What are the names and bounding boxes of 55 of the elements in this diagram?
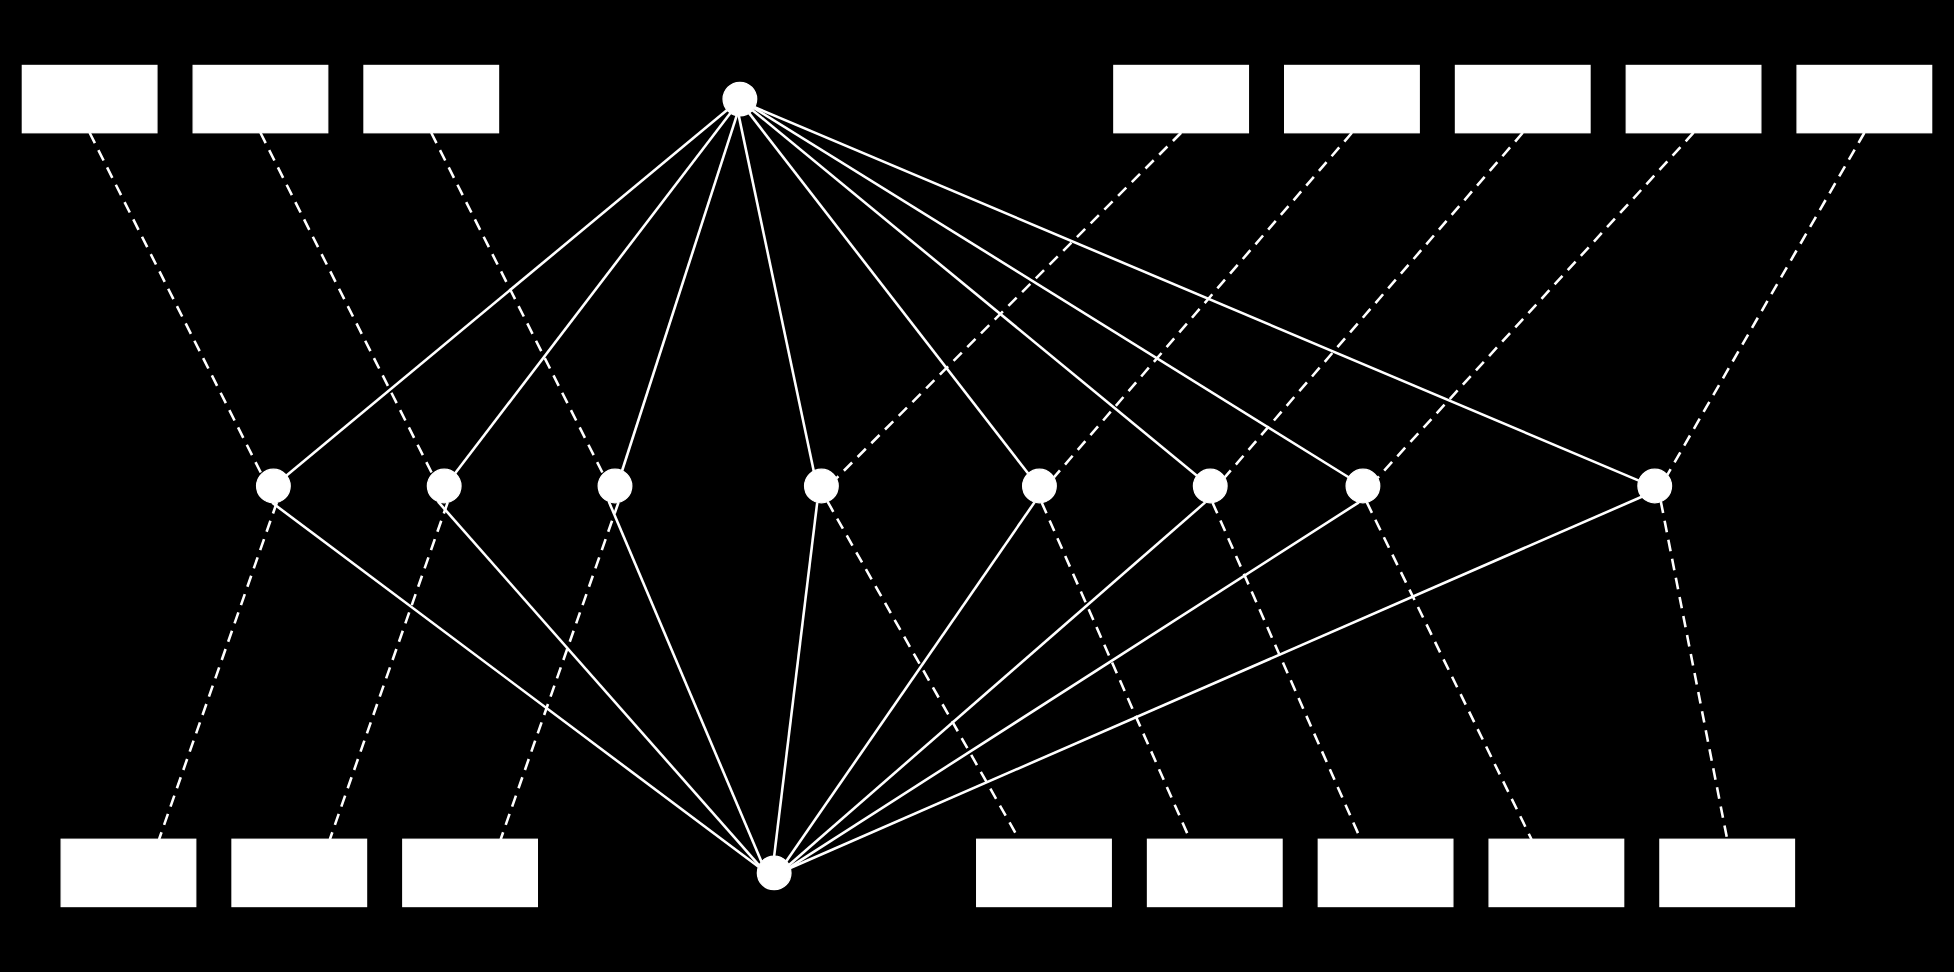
connector: [88, 132, 263, 475]
node-circle: [803, 468, 839, 504]
connector: [285, 109, 728, 477]
node-box: [976, 838, 1112, 908]
connector: [785, 501, 1036, 862]
connector: [430, 132, 605, 475]
connector: [835, 131, 1183, 480]
node-box: [1796, 64, 1933, 134]
connector: [607, 501, 763, 863]
connector: [259, 132, 434, 475]
connector: [788, 501, 1207, 866]
connector: [437, 500, 761, 867]
connector: [751, 109, 1198, 477]
connector: [1223, 131, 1524, 479]
node-circle: [255, 468, 291, 504]
node-box: [363, 64, 500, 134]
node-box: [1113, 64, 1250, 134]
node-box: [231, 838, 368, 908]
connector: [271, 501, 760, 868]
connector: [748, 112, 1030, 475]
node-circle: [597, 468, 633, 504]
node-circle: [756, 855, 792, 891]
connector: [1376, 131, 1695, 479]
node-circle: [1345, 468, 1381, 504]
node-box: [21, 64, 158, 134]
node-box: [1659, 838, 1796, 908]
node-circle: [426, 468, 462, 504]
node-circle: [1021, 468, 1057, 504]
node-box: [1625, 64, 1762, 134]
connector: [1659, 501, 1729, 840]
connector: [499, 502, 620, 840]
connector: [328, 502, 449, 840]
connector: [1365, 501, 1533, 840]
node-box: [1488, 838, 1625, 908]
connector: [620, 115, 738, 472]
connector: [1666, 132, 1866, 476]
node-box: [1146, 838, 1283, 908]
connector: [157, 502, 279, 840]
node-box: [1284, 64, 1420, 134]
node-circle: [1192, 468, 1228, 504]
connector: [754, 106, 1640, 482]
connector: [737, 115, 815, 472]
node-box: [1454, 64, 1591, 134]
node-box: [192, 64, 329, 134]
connector: [789, 495, 1643, 870]
node-circle: [722, 81, 758, 117]
connector: [454, 112, 732, 474]
connector: [772, 502, 819, 857]
connector: [1052, 131, 1353, 479]
node-circle: [1637, 468, 1673, 504]
node-box: [1317, 838, 1454, 908]
connector: [753, 106, 1350, 479]
node-box: [60, 838, 197, 908]
node-box: [402, 838, 538, 908]
connector: [789, 501, 1360, 869]
